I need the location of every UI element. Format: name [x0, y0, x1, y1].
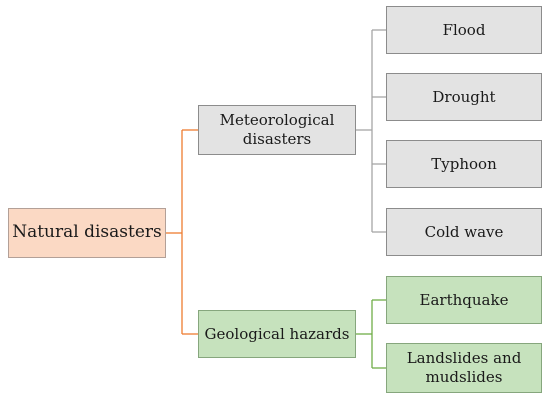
branch-node-meteorological: Meteorological disasters [198, 105, 356, 155]
branch-node-label: Geological hazards [204, 324, 350, 343]
leaf-node-label: Drought [432, 87, 496, 106]
leaf-node-earthquake: Earthquake [386, 276, 542, 324]
geological-connectors [356, 299, 386, 369]
leaf-node-landslides-mudslides: Landslides and mudslides [386, 343, 542, 393]
leaf-node-flood: Flood [386, 6, 542, 54]
root-connectors [166, 129, 198, 335]
meteorological-connectors [356, 29, 386, 233]
leaf-node-drought: Drought [386, 73, 542, 121]
leaf-node-cold-wave: Cold wave [386, 208, 542, 256]
branch-node-label: Meteorological disasters [219, 111, 335, 148]
leaf-node-typhoon: Typhoon [386, 140, 542, 188]
root-node-natural-disasters: Natural disasters [8, 208, 166, 258]
leaf-node-label: Earthquake [419, 290, 509, 309]
leaf-node-label: Flood [442, 20, 486, 39]
leaf-node-label: Typhoon [431, 154, 497, 173]
leaf-node-label: Landslides and mudslides [406, 349, 522, 386]
leaf-node-label: Cold wave [424, 222, 504, 241]
branch-node-geological: Geological hazards [198, 310, 356, 358]
root-node-label: Natural disasters [12, 222, 162, 243]
